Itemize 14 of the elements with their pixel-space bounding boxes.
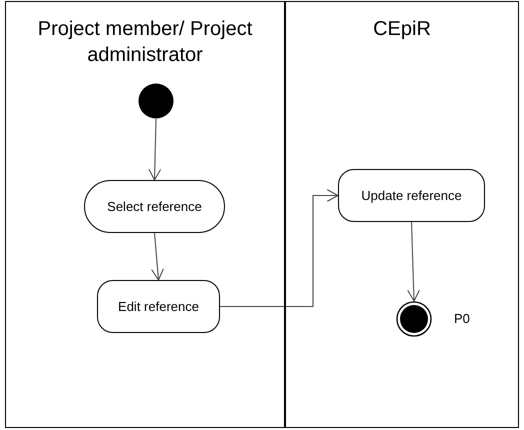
initial-node	[138, 83, 174, 119]
arrow	[220, 189, 338, 307]
arrow	[407, 222, 420, 302]
lane-title: Project member/ Project administrator	[36, 17, 254, 68]
lane-title: CEpiR	[372, 17, 432, 42]
arrow	[148, 118, 162, 180]
swimlane	[5, 1, 285, 428]
final-node	[396, 301, 432, 337]
node-note: P0	[454, 311, 470, 326]
activity-node: Select reference	[84, 180, 225, 233]
activity-node: Update reference	[338, 169, 485, 222]
arrow	[151, 232, 164, 280]
activity-node: Edit reference	[97, 280, 220, 333]
swimlane	[285, 1, 519, 428]
